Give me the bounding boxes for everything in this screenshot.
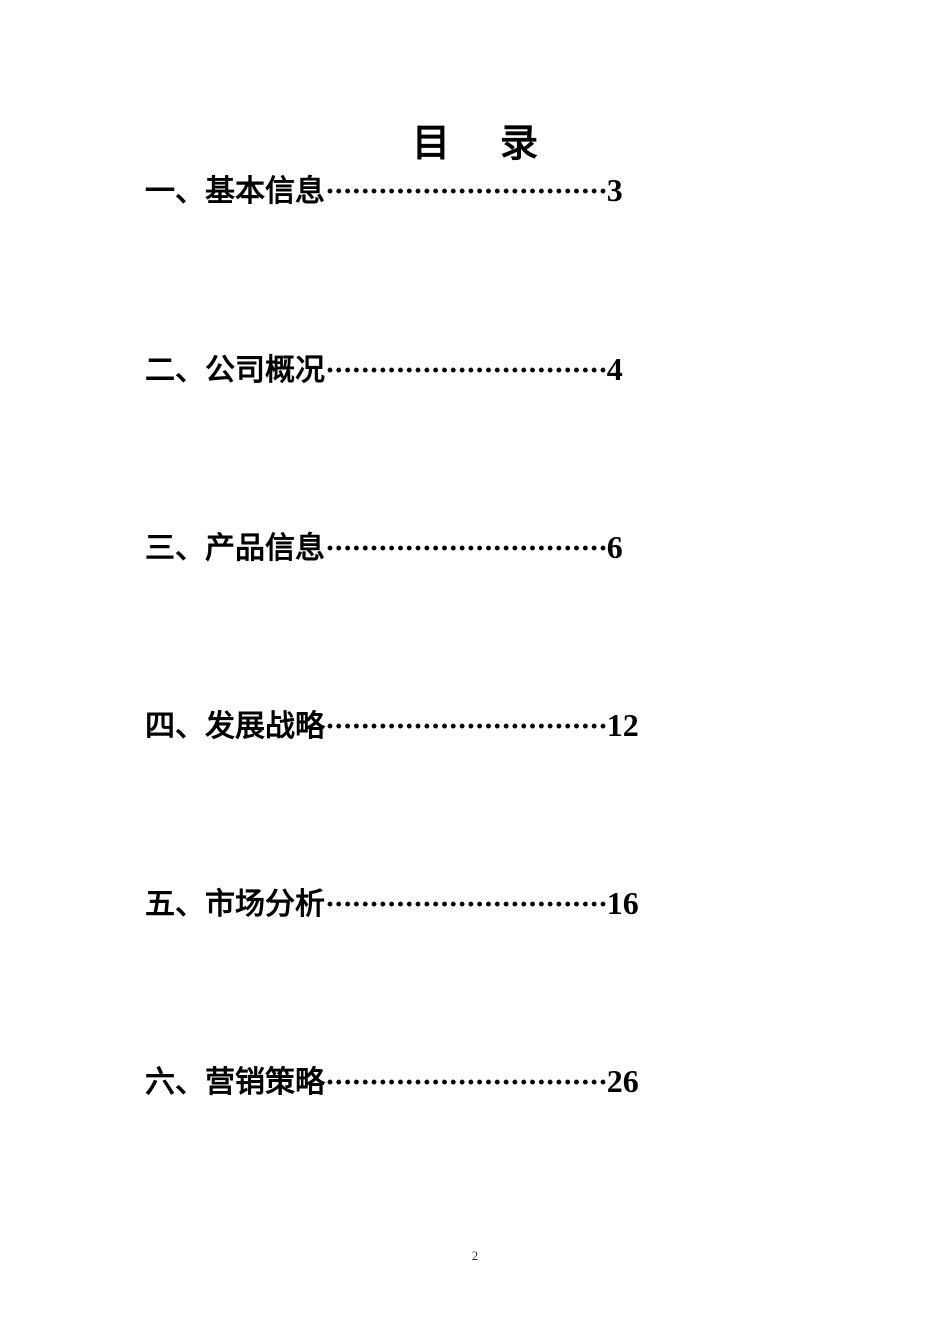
toc-entry-marketing-strategy[interactable]: 六、营销策略 ································ … (145, 1059, 639, 1103)
toc-dot-leader: ································ (325, 710, 607, 743)
toc-title-char-1: 目 (411, 120, 450, 165)
toc-title-char-2: 录 (500, 120, 539, 165)
toc-dot-leader: ································ (325, 532, 607, 565)
toc-dot-leader: ································ (325, 354, 607, 387)
toc-entry-label: 六、营销策略 (145, 1065, 325, 1100)
toc-entry-company-overview[interactable]: 二、公司概况 ································ … (145, 347, 623, 391)
toc-entry-page: 12 (606, 707, 639, 743)
toc-dot-leader: ································ (325, 175, 607, 208)
toc-entry-product-info[interactable]: 三、产品信息 ································ … (145, 525, 623, 569)
toc-title: 目录 (0, 118, 950, 168)
toc-dot-leader: ································ (325, 888, 607, 921)
toc-entry-basic-info[interactable]: 一、基本信息 ································ … (145, 168, 623, 212)
toc-entry-label: 一、基本信息 (145, 174, 325, 209)
toc-entry-page: 3 (606, 172, 623, 208)
toc-entry-label: 三、产品信息 (145, 531, 325, 566)
footer-page-number: 2 (471, 1248, 479, 1263)
toc-entry-page: 16 (606, 885, 639, 921)
toc-entry-label: 四、发展战略 (145, 709, 325, 744)
toc-entry-page: 26 (606, 1063, 639, 1099)
toc-entry-label: 二、公司概况 (145, 353, 325, 388)
toc-entry-page: 6 (606, 529, 623, 565)
toc-dot-leader: ································ (325, 1066, 607, 1099)
toc-entry-label: 五、市场分析 (145, 887, 325, 922)
toc-entry-development-strategy[interactable]: 四、发展战略 ································ … (145, 703, 639, 747)
toc-entry-market-analysis[interactable]: 五、市场分析 ································ … (145, 881, 639, 925)
toc-entry-page: 4 (606, 351, 623, 387)
